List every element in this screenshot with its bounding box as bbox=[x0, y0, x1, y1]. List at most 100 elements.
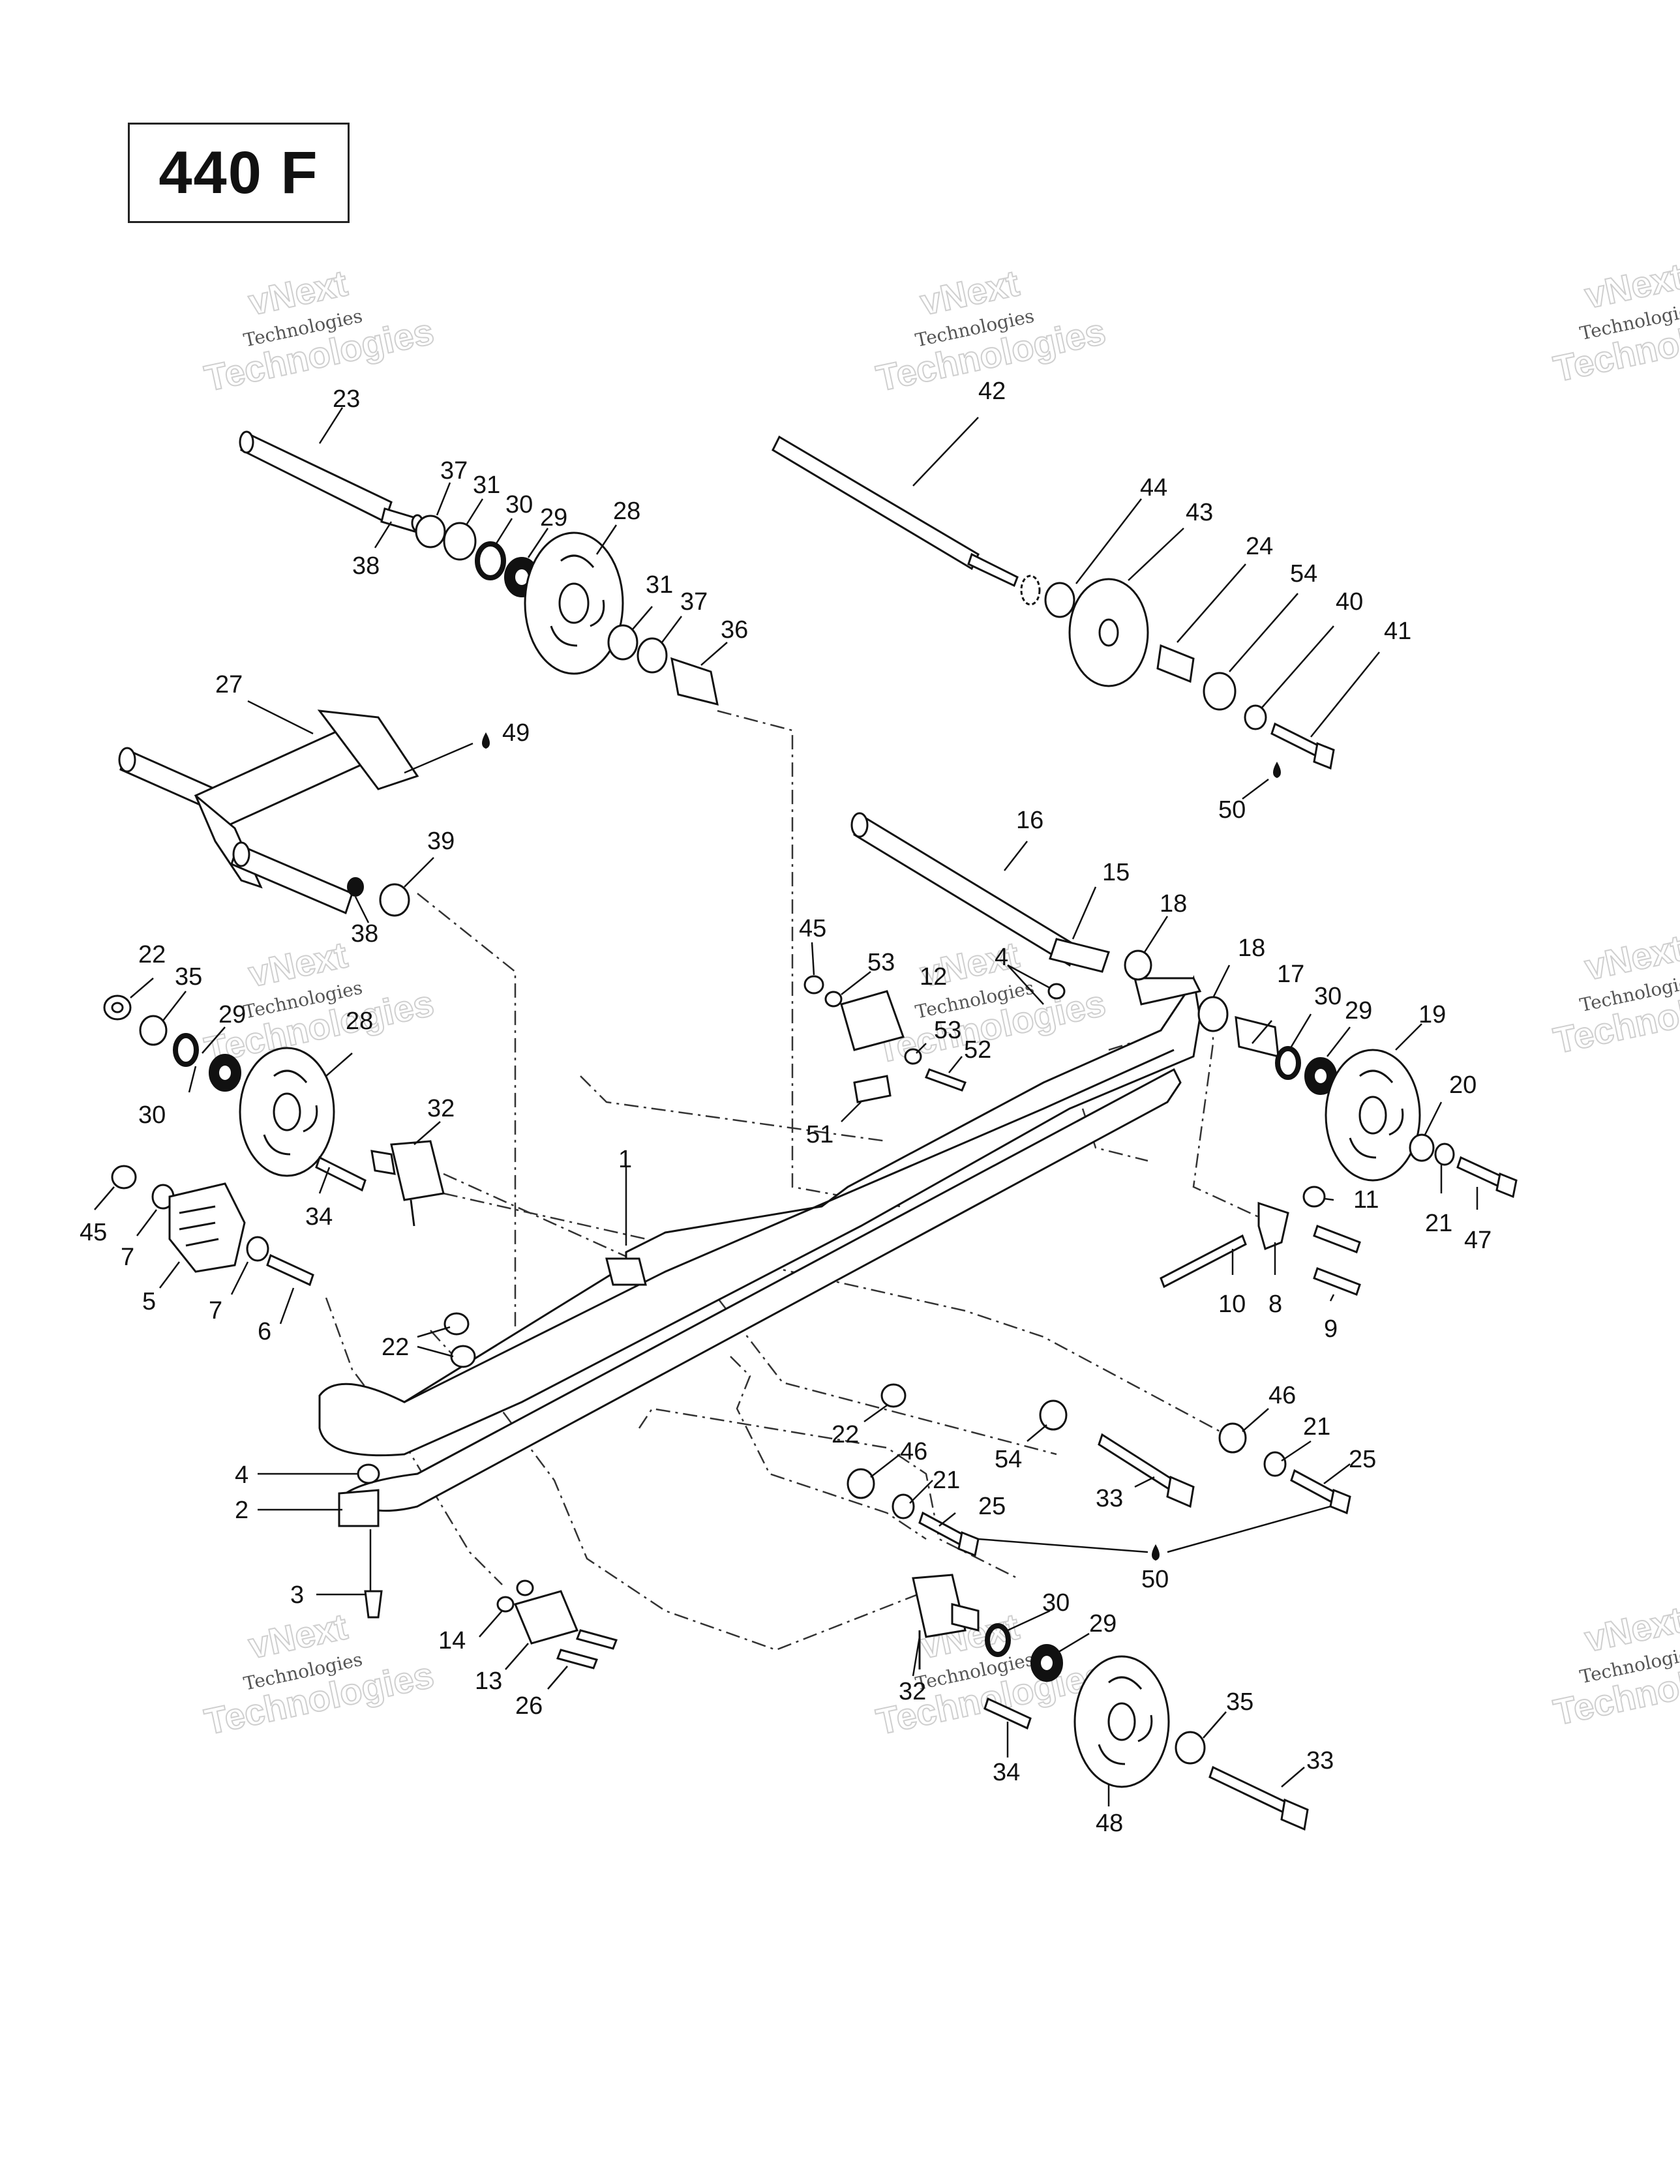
pivot-32b bbox=[912, 1574, 980, 1669]
bolt-6 bbox=[266, 1253, 314, 1287]
wheel-48 bbox=[1073, 1655, 1170, 1788]
washer-31b bbox=[607, 624, 638, 661]
washer-37a bbox=[415, 515, 446, 548]
nut-45b bbox=[111, 1165, 137, 1189]
label-35: 35 bbox=[175, 963, 202, 991]
bearing-29b bbox=[1304, 1057, 1337, 1095]
label-29: 29 bbox=[540, 504, 567, 531]
label-51: 51 bbox=[806, 1121, 833, 1148]
washer-18a bbox=[1124, 950, 1152, 981]
label-4: 4 bbox=[995, 944, 1008, 971]
bolt-33a bbox=[1098, 1433, 1195, 1508]
slider-2 bbox=[338, 1068, 1182, 1527]
label-24: 24 bbox=[1246, 533, 1273, 560]
label-29: 29 bbox=[218, 1001, 246, 1028]
nut-22b2 bbox=[450, 1345, 476, 1368]
bearing-29c bbox=[209, 1054, 241, 1092]
washer-53a bbox=[824, 991, 843, 1008]
label-21: 21 bbox=[1303, 1413, 1330, 1441]
label-35: 35 bbox=[1226, 1688, 1253, 1716]
label-12: 12 bbox=[920, 963, 947, 991]
watermark-top-center: Technologies vNext Technologies bbox=[872, 262, 1109, 400]
wheel-28b bbox=[239, 1047, 335, 1177]
label-46: 46 bbox=[1268, 1382, 1296, 1409]
label-28: 28 bbox=[346, 1008, 373, 1035]
watermark-mid-right: Technologies vNext Technologies bbox=[1550, 927, 1680, 1062]
label-45: 45 bbox=[80, 1219, 107, 1246]
label-17: 17 bbox=[1277, 961, 1304, 988]
label-46: 46 bbox=[900, 1438, 927, 1465]
label-26: 26 bbox=[515, 1692, 543, 1720]
washer-14a bbox=[516, 1579, 534, 1596]
label-42: 42 bbox=[978, 378, 1006, 405]
label-29: 29 bbox=[1345, 997, 1372, 1025]
model-label: 440 F bbox=[158, 139, 319, 206]
spacer-36 bbox=[670, 657, 719, 706]
washer-21a bbox=[1434, 1143, 1455, 1166]
washer-46a bbox=[847, 1468, 875, 1499]
label-30: 30 bbox=[1042, 1589, 1070, 1617]
nut-45a bbox=[803, 975, 824, 995]
label-36: 36 bbox=[721, 616, 748, 644]
bolt-41 bbox=[1270, 722, 1335, 770]
suspension-arm-27 bbox=[118, 710, 419, 915]
label-31: 31 bbox=[646, 571, 673, 599]
label-43: 43 bbox=[1186, 499, 1213, 526]
rail-1 bbox=[318, 975, 1202, 1457]
screw-3 bbox=[364, 1590, 383, 1619]
wheel-28a bbox=[524, 531, 624, 675]
label-27: 27 bbox=[215, 671, 243, 698]
stopper-5 bbox=[168, 1182, 246, 1273]
axle-23 bbox=[239, 430, 424, 533]
label-6: 6 bbox=[258, 1318, 271, 1345]
bearing-29d bbox=[1030, 1644, 1063, 1682]
label-50: 50 bbox=[1218, 796, 1246, 824]
label-37: 37 bbox=[680, 588, 708, 616]
label-40: 40 bbox=[1336, 588, 1363, 616]
label-39: 39 bbox=[427, 828, 455, 855]
bushing-38b bbox=[347, 877, 364, 897]
label-37: 37 bbox=[440, 457, 468, 485]
label-9: 9 bbox=[1324, 1315, 1338, 1343]
pivot-32a bbox=[370, 1140, 445, 1227]
bolt-47 bbox=[1456, 1156, 1518, 1199]
label-25: 25 bbox=[978, 1493, 1006, 1520]
bolt-26a bbox=[576, 1629, 618, 1650]
label-3: 3 bbox=[290, 1581, 304, 1609]
label-44: 44 bbox=[1140, 474, 1167, 501]
washer-35b bbox=[1175, 1731, 1206, 1765]
bolt-26b bbox=[556, 1649, 598, 1669]
label-34: 34 bbox=[993, 1759, 1020, 1786]
bolt-9b bbox=[1313, 1267, 1361, 1296]
label-48: 48 bbox=[1096, 1810, 1123, 1837]
label-19: 19 bbox=[1418, 1001, 1446, 1028]
spacer-24 bbox=[1156, 644, 1195, 683]
label-18: 18 bbox=[1238, 935, 1265, 962]
label-23: 23 bbox=[333, 385, 360, 413]
label-53: 53 bbox=[934, 1017, 961, 1044]
nut-11 bbox=[1302, 1186, 1326, 1208]
washer-20 bbox=[1409, 1133, 1435, 1162]
washer-40 bbox=[1244, 704, 1267, 730]
bracket-8 bbox=[1257, 1201, 1289, 1251]
label-33: 33 bbox=[1306, 1747, 1334, 1774]
washer-37b bbox=[637, 637, 668, 674]
label-20: 20 bbox=[1449, 1071, 1477, 1099]
bolt-34a bbox=[315, 1156, 367, 1192]
seal-30a bbox=[475, 541, 506, 580]
axle-16 bbox=[850, 812, 1110, 973]
label-25: 25 bbox=[1349, 1446, 1376, 1473]
label-14: 14 bbox=[438, 1627, 466, 1654]
watermark-mid-left: Technologies vNext Technologies bbox=[200, 933, 438, 1071]
bolt-10 bbox=[1160, 1234, 1247, 1289]
label-22: 22 bbox=[382, 1334, 409, 1361]
label-30: 30 bbox=[138, 1101, 166, 1129]
model-label-box: 440 F bbox=[128, 123, 350, 223]
washer-54b bbox=[1039, 1399, 1068, 1431]
bushing-31a bbox=[443, 522, 477, 561]
label-31: 31 bbox=[473, 471, 500, 499]
label-1: 1 bbox=[618, 1146, 632, 1173]
bolt-33b bbox=[1208, 1765, 1309, 1831]
bolt-52 bbox=[925, 1068, 967, 1092]
